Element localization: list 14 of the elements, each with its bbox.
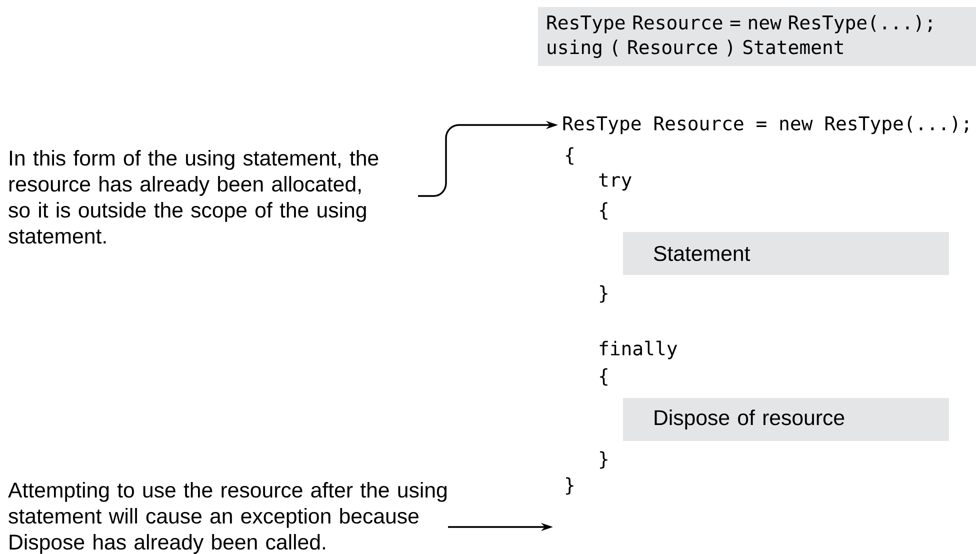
code-brace: } <box>600 285 608 303</box>
code-brace: { <box>566 147 574 165</box>
statement-box: Statement <box>623 232 949 275</box>
code-box: ResType Resource = new ResType(...); using ( Resource ) Statement <box>538 7 976 66</box>
code-keyword: try <box>599 173 632 191</box>
code-line: ResType Resource = new ResType(...); <box>563 116 968 134</box>
code-brace: { <box>600 202 608 220</box>
code-brace: } <box>566 477 574 495</box>
code-brace: { <box>600 368 608 386</box>
note-text: Attempting to use the resource after the using statement will cause an exception because Dispose has already been called. <box>8 482 447 554</box>
code-keyword: finally <box>600 340 678 360</box>
code-brace: } <box>600 451 608 469</box>
note-text: In this form of the using statement, the resource has already been allocated, so it is outside the scope of the using statement. <box>8 150 378 244</box>
statement-box: Dispose of resource <box>623 398 949 441</box>
